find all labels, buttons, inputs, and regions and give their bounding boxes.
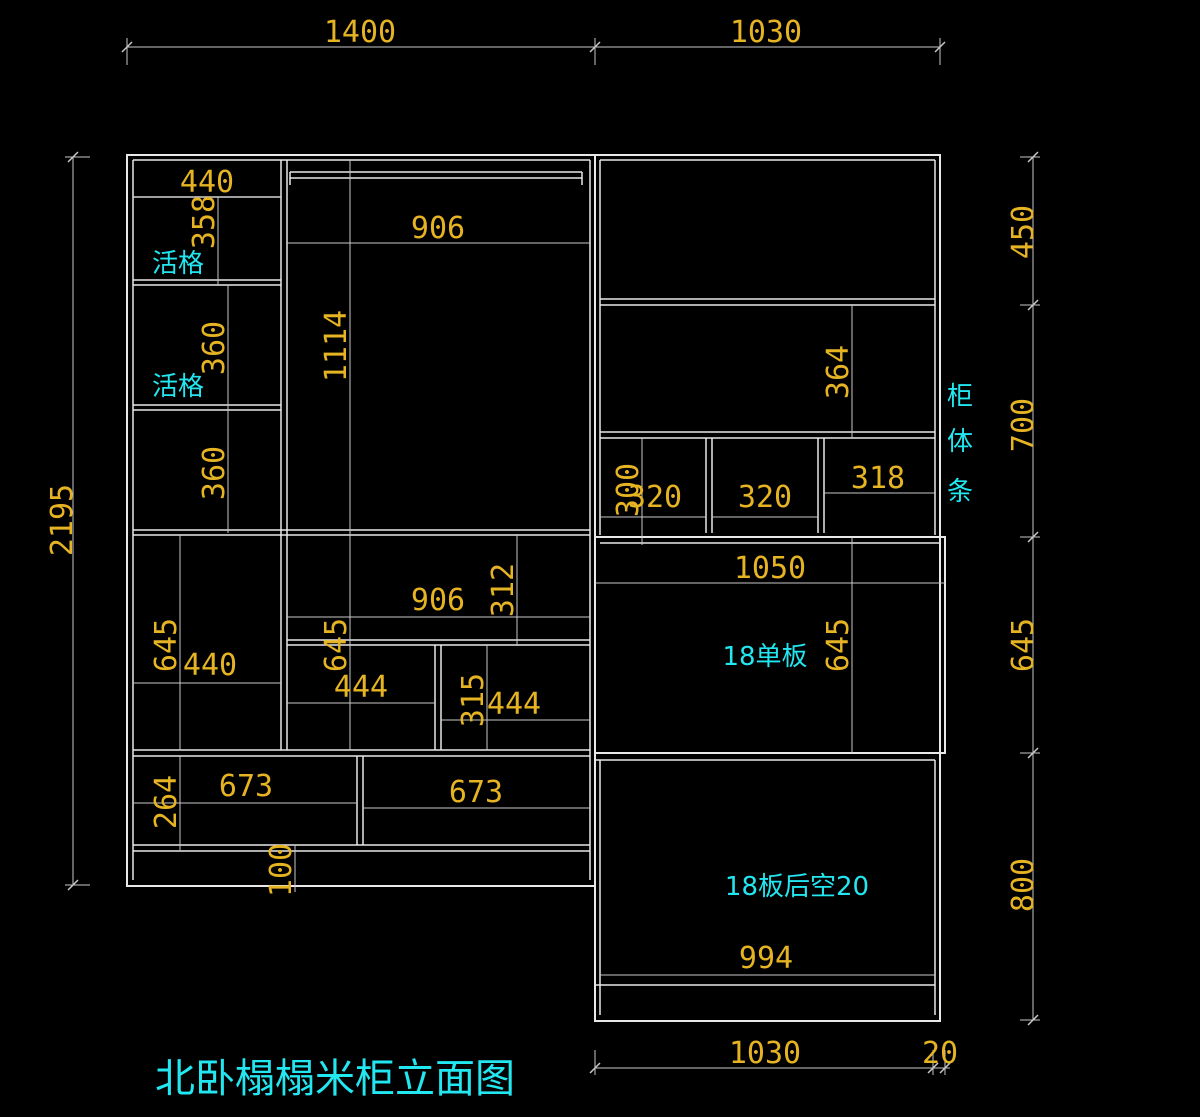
dim-right-700: 700 bbox=[1006, 398, 1041, 452]
dim-center-444-right: 444 bbox=[487, 687, 541, 722]
dim-center-444-left: 444 bbox=[334, 670, 388, 705]
dim-center-906-shelf: 906 bbox=[411, 583, 465, 618]
note-base: 18板后空20 bbox=[725, 872, 869, 902]
dim-bottom-gap: 20 bbox=[922, 1036, 958, 1071]
dim-total-height: 2195 bbox=[45, 484, 80, 556]
note-desk: 18单板 bbox=[722, 642, 807, 672]
dim-center-312: 312 bbox=[486, 563, 521, 617]
dim-left-360-a: 360 bbox=[197, 321, 232, 375]
dim-left-360-b: 360 bbox=[197, 446, 232, 500]
dim-right-320-a: 320 bbox=[628, 480, 682, 515]
note-huoge-1: 活格 bbox=[152, 249, 204, 279]
dim-top-right: 1030 bbox=[730, 15, 802, 50]
dim-center-906-top: 906 bbox=[411, 211, 465, 246]
dim-left-645: 645 bbox=[149, 618, 184, 672]
dim-desk-645: 645 bbox=[821, 618, 856, 672]
note-huoge-2: 活格 bbox=[152, 372, 204, 402]
dim-right-320-b: 320 bbox=[738, 480, 792, 515]
internal-dimensions bbox=[133, 160, 945, 976]
dim-center-315: 315 bbox=[456, 673, 491, 727]
overall-dimensions bbox=[65, 38, 1040, 1075]
dim-drawer-264: 264 bbox=[149, 775, 184, 829]
dim-base-994: 994 bbox=[739, 941, 793, 976]
dim-drawer-673-left: 673 bbox=[219, 769, 273, 804]
note-strip-1: 柜 bbox=[947, 382, 973, 412]
cabinet-structure bbox=[126, 154, 946, 1022]
dim-right-364: 364 bbox=[821, 345, 856, 399]
dim-center-1114: 1114 bbox=[319, 310, 354, 382]
dim-right-645: 645 bbox=[1006, 618, 1041, 672]
dim-top-left: 1400 bbox=[324, 15, 396, 50]
dim-desk-1050: 1050 bbox=[734, 551, 806, 586]
dim-plinth-100: 100 bbox=[264, 843, 299, 897]
dim-left-358: 358 bbox=[187, 195, 222, 249]
dim-left-440-top: 440 bbox=[180, 165, 234, 200]
note-strip-3: 条 bbox=[947, 477, 973, 507]
drawing-title: 北卧榻榻米柜立面图 bbox=[155, 1056, 515, 1102]
dim-right-300: 300 bbox=[611, 463, 646, 517]
dim-right-800: 800 bbox=[1006, 858, 1041, 912]
note-strip-2: 体 bbox=[947, 427, 973, 457]
dim-drawer-673-right: 673 bbox=[449, 775, 503, 810]
dim-left-440-lower: 440 bbox=[183, 648, 237, 683]
dim-right-318: 318 bbox=[851, 461, 905, 496]
dim-center-645: 645 bbox=[319, 618, 354, 672]
dim-right-450: 450 bbox=[1006, 205, 1041, 259]
dim-bottom-width: 1030 bbox=[729, 1036, 801, 1071]
